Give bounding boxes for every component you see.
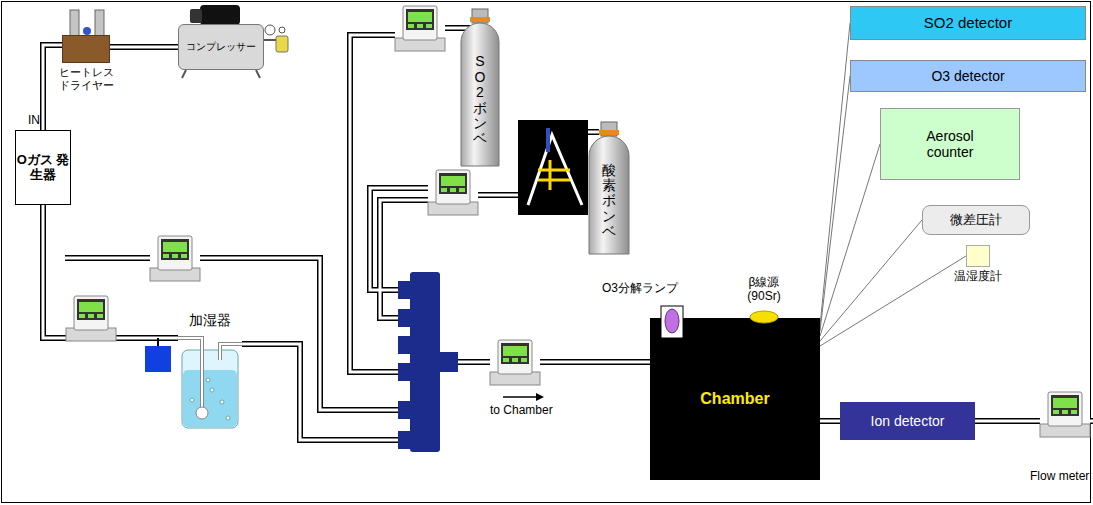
node-label: Ion detector bbox=[871, 413, 945, 429]
part-label: Flow meter bbox=[1030, 470, 1089, 484]
pipe bbox=[380, 200, 428, 318]
signal-line bbox=[820, 76, 850, 331]
signal-wire bbox=[820, 256, 966, 346]
pipe-bore bbox=[370, 188, 428, 290]
pump bbox=[145, 346, 171, 372]
pipe-bore bbox=[458, 361, 490, 364]
signal-wire bbox=[820, 220, 922, 341]
port-label: IN bbox=[28, 114, 40, 128]
node-label: Oガス 発生器 bbox=[16, 153, 70, 183]
compressor-body: コンプレッサー bbox=[178, 24, 264, 70]
pipe-bore bbox=[975, 420, 1040, 423]
pipe bbox=[975, 418, 1040, 424]
gas-cylinder: 酸素ボンベ bbox=[588, 135, 630, 255]
pipe bbox=[65, 255, 150, 261]
part-label: O3分解ランプ bbox=[602, 282, 678, 296]
pipe-bore bbox=[820, 420, 840, 423]
humidifier: 加湿器 bbox=[178, 330, 242, 432]
node-label: 温湿度計 bbox=[954, 270, 1002, 284]
pipe bbox=[540, 359, 650, 365]
pipe-bore bbox=[540, 361, 650, 364]
sensor-box: 温湿度計 bbox=[966, 245, 990, 267]
flow-meter-icon bbox=[1040, 392, 1090, 437]
node-label: 微差圧計 bbox=[950, 213, 1002, 228]
node-label: SO2 ボンベ bbox=[473, 54, 487, 146]
signal-wire bbox=[820, 144, 880, 336]
counter-box: Aerosol counter bbox=[880, 108, 1020, 180]
pipe-bore bbox=[478, 194, 518, 197]
signal-line bbox=[820, 23, 850, 326]
flow-meter-icon bbox=[395, 6, 445, 51]
gas-cylinder: SO2 ボンベ bbox=[460, 22, 500, 167]
node-label: 加湿器 bbox=[189, 312, 231, 328]
signal-line bbox=[820, 220, 922, 341]
o3-lamp bbox=[665, 309, 679, 333]
pipe-bore bbox=[110, 46, 178, 49]
pipe-wall bbox=[820, 418, 840, 424]
pipe-bore bbox=[242, 344, 398, 440]
ozone-generator bbox=[518, 120, 588, 215]
signal-line bbox=[820, 144, 880, 336]
pipe-bore bbox=[350, 35, 398, 372]
chamber-box: Chamber bbox=[650, 318, 820, 480]
node-label: 酸素ボンベ bbox=[602, 163, 616, 240]
flow-arrowhead bbox=[536, 393, 544, 401]
pipe bbox=[478, 192, 518, 198]
pipe-bore bbox=[380, 200, 428, 318]
beta-source bbox=[750, 311, 778, 323]
pipe-bore bbox=[65, 257, 150, 260]
part-label: β線源 (90Sr) bbox=[735, 276, 793, 304]
node-label: コンプレッサー bbox=[186, 41, 256, 53]
dryer-illustration bbox=[70, 10, 104, 36]
pipe bbox=[350, 35, 398, 372]
flow-meter-icon bbox=[490, 340, 540, 385]
pipe-bore bbox=[1090, 420, 1093, 423]
flow-meter-icon bbox=[428, 170, 478, 215]
signal-line bbox=[820, 256, 966, 346]
manifold bbox=[398, 272, 458, 452]
node-label: ヒートレス ドライヤー bbox=[56, 66, 116, 91]
flow-meter-icon bbox=[150, 236, 200, 281]
gauge-box: 微差圧計 bbox=[922, 205, 1030, 235]
detector-box: Ion detector bbox=[840, 402, 975, 440]
node-label: Aerosol counter bbox=[910, 128, 990, 160]
pipe-wall bbox=[110, 44, 178, 50]
generator-box: Oガス 発生器 bbox=[15, 130, 71, 205]
detector-box: O3 detector bbox=[850, 60, 1086, 92]
detector-box: SO2 detector bbox=[850, 6, 1086, 40]
pipe bbox=[588, 129, 599, 135]
gas-pipe bbox=[820, 421, 840, 422]
node-label: O3 detector bbox=[931, 68, 1004, 84]
signal-wire bbox=[820, 76, 850, 331]
node-label: Chamber bbox=[700, 390, 769, 408]
humidifier-jar bbox=[178, 330, 242, 432]
flow-arrow bbox=[503, 396, 536, 398]
pipe bbox=[458, 359, 490, 365]
pump-lead bbox=[157, 338, 159, 346]
signal-wire bbox=[820, 23, 850, 326]
flow-meter-icon bbox=[66, 296, 116, 341]
pipe-bore bbox=[588, 131, 599, 134]
dryer-box: ヒートレス ドライヤー bbox=[62, 35, 110, 63]
lamp-housing bbox=[661, 306, 683, 338]
flow-label: to Chamber bbox=[490, 404, 553, 418]
node-label: SO2 detector bbox=[924, 14, 1012, 31]
pipe bbox=[1090, 418, 1093, 424]
gas-pipe bbox=[110, 47, 178, 48]
